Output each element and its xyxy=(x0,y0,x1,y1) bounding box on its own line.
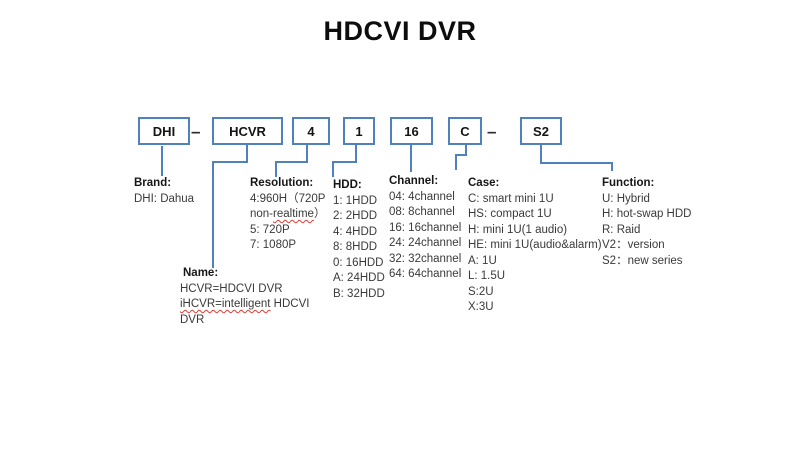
legend-line: DVR xyxy=(180,313,205,326)
legend-brand-heading: Brand: xyxy=(134,177,172,189)
misspelled-text: iHCVR=intelligent xyxy=(180,298,271,310)
misspelled-text: realtime xyxy=(273,208,314,220)
legend-channel: Channel: 04: 4channel 08: 8channel 16: 1… xyxy=(389,174,461,283)
legend-brand: Brand: DHI: Dahua xyxy=(134,176,194,207)
legend-name: Name: HCVR=HDCVI DVR iHCVR=intelligent H… xyxy=(180,266,309,328)
code-separator-1: – xyxy=(191,122,201,141)
page-title: HDCVI DVR xyxy=(323,16,477,46)
connector-case xyxy=(455,145,467,170)
connector-resolution xyxy=(275,145,308,177)
legend-line: 2: 2HDD xyxy=(333,210,378,222)
legend-resolution: Resolution: 4:960H（720P non-realtime） 5:… xyxy=(250,176,325,254)
legend-line: non-realtime） xyxy=(250,207,325,223)
legend-line-rest: HDCVI xyxy=(270,298,310,310)
legend-line: 8: 8HDD xyxy=(333,241,378,253)
legend-case-heading: Case: xyxy=(468,177,500,189)
legend-line: 24: 24channel xyxy=(389,237,462,249)
legend-line-pre: non- xyxy=(250,208,274,220)
legend-line: S:2U xyxy=(468,285,494,298)
legend-line: iHCVR=intelligent HDCVI xyxy=(180,297,309,313)
legend-line: 4:960H（720P xyxy=(250,192,326,205)
code-box-resolution: 4 xyxy=(292,117,330,145)
connector-name xyxy=(212,145,248,268)
legend-line: 08: 8channel xyxy=(389,206,455,218)
legend-line: B: 32HDD xyxy=(333,287,385,300)
legend-line: 1: 1HDD xyxy=(333,194,378,207)
legend-line: H: hot-swap HDD xyxy=(602,208,692,220)
legend-line: 64: 64channel xyxy=(389,268,462,280)
code-box-brand: DHI xyxy=(138,117,190,145)
legend-hdd-heading: HDD: xyxy=(333,179,362,191)
legend-line: 16: 16channel xyxy=(389,221,462,234)
connector-hdd xyxy=(332,145,357,177)
code-box-hdd: 1 xyxy=(343,117,375,145)
legend-line: 0: 16HDD xyxy=(333,256,384,269)
legend-line: C: smart mini 1U xyxy=(468,192,554,205)
legend-line: X:3U xyxy=(468,301,494,313)
legend-line: L: 1.5U xyxy=(468,270,506,282)
legend-line-post: ） xyxy=(313,208,326,220)
legend-line: U: Hybrid xyxy=(602,192,650,205)
legend-line: 5: 720P xyxy=(250,223,290,236)
legend-line: 7: 1080P xyxy=(250,239,297,251)
legend-function: Function: U: Hybrid H: hot-swap HDD R: R… xyxy=(602,176,691,269)
legend-line: A: 24HDD xyxy=(333,272,385,284)
connector-function xyxy=(540,145,613,171)
legend-hdd: HDD: 1: 1HDD 2: 2HDD 4: 4HDD 8: 8HDD 0: … xyxy=(333,178,385,302)
legend-function-heading: Function: xyxy=(602,177,655,189)
code-box-channel: 16 xyxy=(390,117,433,145)
legend-name-heading: Name: xyxy=(183,267,219,279)
legend-line: DHI: Dahua xyxy=(134,192,195,205)
legend-line: HS: compact 1U xyxy=(468,208,552,220)
legend-line: 32: 32channel xyxy=(389,252,462,265)
legend-line: V2：version xyxy=(602,239,665,251)
legend-line: S2：new series xyxy=(602,254,683,267)
legend-resolution-heading: Resolution: xyxy=(250,177,314,189)
legend-line: H: mini 1U(1 audio) xyxy=(468,223,568,236)
code-box-function: S2 xyxy=(520,117,562,145)
legend-line: 4: 4HDD xyxy=(333,225,378,238)
code-separator-2: – xyxy=(487,122,497,141)
legend-channel-heading: Channel: xyxy=(389,175,439,187)
legend-line: A: 1U xyxy=(468,254,497,267)
legend-case: Case: C: smart mini 1U HS: compact 1U H:… xyxy=(468,176,602,316)
code-box-name: HCVR xyxy=(212,117,283,145)
legend-line: HE: mini 1U(audio&alarm) xyxy=(468,239,602,251)
legend-line: R: Raid xyxy=(602,223,641,236)
legend-line: HCVR=HDCVI DVR xyxy=(180,282,283,295)
code-box-case: C xyxy=(448,117,482,145)
legend-line: 04: 4channel xyxy=(389,190,455,203)
